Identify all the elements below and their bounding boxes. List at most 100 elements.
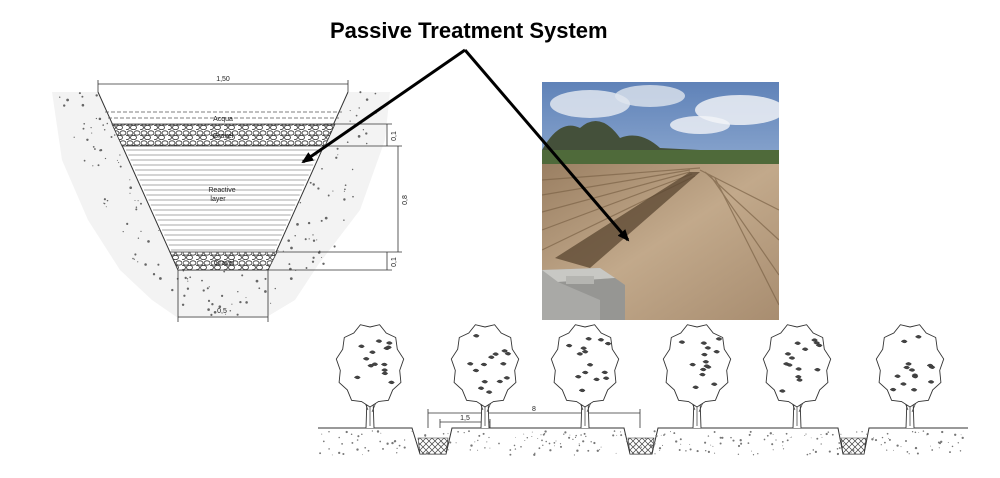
soil-dot bbox=[440, 446, 442, 448]
soil-dot bbox=[669, 431, 672, 433]
soil-dot bbox=[447, 433, 449, 435]
soil-dot bbox=[119, 154, 121, 156]
soil-dot bbox=[270, 302, 272, 304]
soil-dot bbox=[91, 132, 93, 134]
soil-dot bbox=[343, 198, 346, 201]
soil-dot bbox=[805, 433, 807, 435]
soil-dot bbox=[245, 297, 247, 299]
soil-dot bbox=[549, 449, 552, 452]
soil-dot bbox=[336, 147, 339, 150]
soil-dot bbox=[305, 267, 308, 269]
soil-dot bbox=[135, 206, 138, 208]
soil-dot bbox=[640, 446, 642, 448]
soil-dot bbox=[134, 253, 137, 256]
soil-dot bbox=[264, 290, 267, 293]
soil-dot bbox=[580, 434, 582, 436]
soil-dot bbox=[321, 167, 323, 170]
soil-dot bbox=[119, 165, 122, 168]
soil-dot bbox=[359, 91, 362, 94]
tree-icon bbox=[450, 324, 520, 429]
soil-dot bbox=[159, 277, 162, 280]
soil-dot bbox=[914, 431, 917, 434]
soil-dot bbox=[914, 446, 918, 450]
soil-dot bbox=[349, 120, 351, 122]
soil-dot bbox=[431, 449, 434, 452]
soil-dot bbox=[328, 430, 330, 433]
soil-dot bbox=[116, 159, 118, 161]
soil-dot bbox=[634, 437, 636, 439]
soil-dot bbox=[576, 449, 579, 452]
soil-dot bbox=[574, 436, 577, 439]
soil-dot bbox=[531, 431, 533, 433]
soil-dot bbox=[781, 441, 784, 443]
soil-dot bbox=[98, 117, 102, 121]
soil-dot bbox=[312, 183, 315, 186]
soil-dot bbox=[239, 300, 242, 304]
soil-dot bbox=[678, 449, 681, 451]
soil-dot bbox=[947, 442, 949, 443]
soil-dot bbox=[361, 454, 363, 456]
soil-dot bbox=[322, 262, 325, 266]
soil-dot bbox=[83, 159, 86, 162]
soil-dot bbox=[636, 451, 639, 454]
soil-dot bbox=[926, 432, 929, 436]
soil-dot bbox=[457, 430, 459, 433]
trench-fill bbox=[840, 437, 867, 455]
soil-dot bbox=[596, 449, 599, 452]
soil-dot bbox=[526, 436, 529, 439]
soil-dot bbox=[152, 273, 156, 276]
soil-dot bbox=[477, 449, 479, 451]
soil-dot bbox=[396, 447, 398, 450]
soil-dot bbox=[816, 437, 819, 440]
soil-dot bbox=[653, 442, 656, 445]
soil-dot bbox=[771, 443, 774, 446]
soil-dot bbox=[498, 442, 500, 445]
soil-dot bbox=[411, 430, 414, 433]
soil-dot bbox=[489, 447, 491, 449]
soil-dot bbox=[208, 286, 210, 288]
soil-dot bbox=[545, 440, 547, 443]
soil-dot bbox=[951, 445, 954, 448]
soil-dot bbox=[184, 276, 187, 280]
soil-dot bbox=[820, 443, 822, 445]
trench-fill bbox=[627, 437, 655, 455]
soil-dot bbox=[559, 443, 562, 445]
reactive-label-line2: layer bbox=[210, 196, 226, 203]
soil-dot bbox=[748, 433, 751, 436]
soil-dot bbox=[679, 438, 682, 441]
soil-dot bbox=[572, 438, 574, 441]
soil-dot bbox=[737, 444, 741, 448]
soil-dot bbox=[590, 441, 592, 443]
soil-dot bbox=[553, 442, 556, 444]
soil-dot bbox=[393, 440, 396, 443]
soil-dot bbox=[92, 146, 95, 148]
soil-dot bbox=[477, 439, 479, 442]
soil-dot bbox=[790, 436, 792, 438]
dimension-short-label: 1,5 bbox=[460, 415, 470, 422]
soil-dot bbox=[541, 439, 543, 442]
arrow-to-photo bbox=[463, 49, 630, 242]
soil-dot bbox=[931, 449, 934, 451]
soil-dot bbox=[81, 103, 85, 107]
soil-dot bbox=[327, 194, 330, 197]
soil-dot bbox=[806, 453, 809, 456]
soil-dot bbox=[343, 190, 345, 192]
soil-dot bbox=[941, 430, 944, 434]
soil-dot bbox=[99, 149, 102, 152]
soil-dot bbox=[337, 154, 339, 156]
soil-dot bbox=[82, 127, 85, 130]
soil-dot bbox=[157, 263, 160, 266]
soil-dot bbox=[236, 313, 239, 316]
soil-stipple bbox=[59, 91, 377, 316]
soil-dot bbox=[838, 447, 841, 449]
soil-dot bbox=[113, 134, 116, 136]
soil-dot bbox=[307, 221, 311, 225]
soil-dot bbox=[274, 287, 276, 290]
soil-dot bbox=[661, 444, 664, 446]
soil-dot bbox=[282, 250, 284, 252]
soil-dot bbox=[542, 433, 545, 436]
soil-dot bbox=[486, 441, 488, 443]
tree-row bbox=[335, 324, 945, 429]
soil-dot bbox=[685, 450, 687, 452]
soil-dot bbox=[436, 449, 439, 451]
